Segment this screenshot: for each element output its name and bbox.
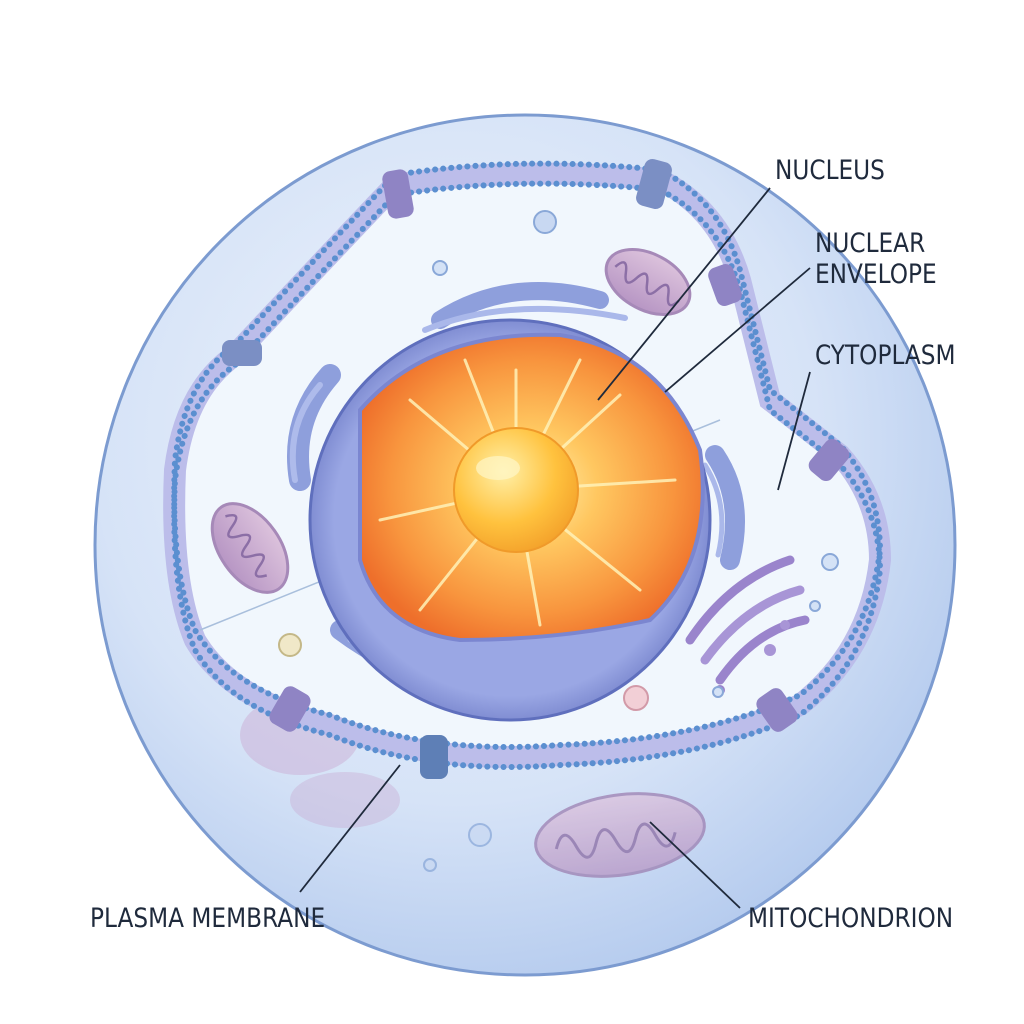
leader-lines	[299, 187, 811, 909]
mitochondrion-left	[210, 502, 290, 594]
nucleus	[308, 318, 712, 722]
leader-mitochondrion	[649, 821, 741, 909]
membrane-outer-dots	[171, 160, 884, 750]
label-cytoplasm: CYTOPLASM	[815, 340, 956, 371]
golgi-apparatus	[685, 555, 810, 695]
label-nuclear-envelope-line-2: ENVELOPE	[815, 259, 937, 290]
membrane-protein-4	[222, 340, 262, 366]
mitochondrion-upper-right	[604, 247, 692, 317]
label-nuclear-envelope: NUCLEAR ENVELOPE	[815, 228, 937, 290]
membrane-protein-5	[808, 438, 850, 482]
leader-cytoplasm	[777, 371, 811, 491]
vesicle-lower	[468, 823, 492, 847]
nucleolus	[453, 427, 579, 553]
membrane-protein-6	[269, 686, 311, 732]
leader-nuclear-envelope	[664, 267, 811, 393]
label-nuclear-envelope-line-1: NUCLEAR	[815, 228, 926, 259]
vesicle-lower-small	[423, 858, 437, 872]
membrane-protein-7	[420, 735, 448, 779]
label-nucleus: NUCLEUS	[775, 155, 885, 186]
mitochondrion-lower	[534, 792, 706, 878]
membrane-protein-2	[636, 158, 672, 210]
membrane-band	[163, 162, 892, 768]
mitochondrion-faded-mid	[290, 772, 400, 828]
leader-nucleus	[597, 187, 771, 401]
leader-plasma-membrane	[299, 764, 401, 893]
nucleolus-highlight	[476, 456, 520, 480]
membrane-protein-8	[756, 688, 798, 732]
cytoplasm-vesicles	[278, 210, 839, 711]
lower-organelles	[240, 695, 706, 878]
mitochondrion-cristae-lower	[554, 822, 677, 859]
membrane-inner-dots	[171, 180, 884, 770]
label-plasma-membrane: PLASMA MEMBRANE	[90, 903, 326, 934]
plasma-membrane	[163, 158, 892, 779]
label-mitochondrion: MITOCHONDRION	[748, 903, 954, 934]
membrane-protein-1	[382, 169, 414, 219]
membrane-protein-3	[708, 264, 742, 306]
